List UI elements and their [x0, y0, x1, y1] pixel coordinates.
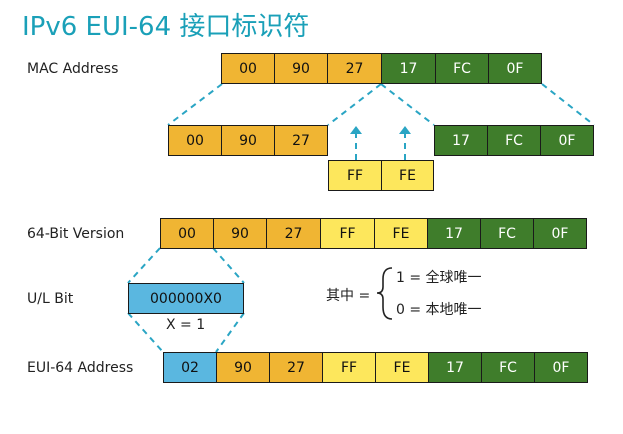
label-mac-address: MAC Address	[27, 61, 119, 77]
mac-byte-4: 17	[381, 53, 436, 84]
split-right-byte-3: 0F	[540, 125, 594, 156]
connector-ul-top-right	[212, 247, 245, 284]
connector-mac-center-left	[327, 83, 382, 126]
eui-byte-3: 27	[269, 352, 323, 383]
arrowhead-fe	[399, 126, 411, 134]
legend-local: 0 = 本地唯一	[396, 302, 482, 318]
bit64-byte-4: FF	[320, 218, 375, 249]
legend-prefix: 其中 =	[326, 288, 371, 304]
eui-byte-7: FC	[481, 352, 535, 383]
mac-byte-2: 90	[274, 53, 328, 84]
mac-byte-3: 27	[327, 53, 382, 84]
bit64-byte-1: 00	[160, 218, 214, 249]
bit64-byte-5: FE	[374, 218, 428, 249]
split-left-byte-1: 00	[168, 125, 222, 156]
insert-byte-fe: FE	[381, 160, 434, 191]
ul-bit-box: 000000X0	[128, 283, 244, 314]
bit64-byte-6: 17	[427, 218, 481, 249]
bit64-byte-3: 27	[266, 218, 321, 249]
eui-byte-2: 90	[216, 352, 270, 383]
page-title: IPv6 EUI-64 接口标识符	[22, 12, 310, 42]
label-64-bit-version: 64-Bit Version	[27, 226, 125, 242]
mac-byte-6: 0F	[488, 53, 542, 84]
eui-byte-5: FE	[375, 352, 429, 383]
arrowhead-ff	[350, 126, 362, 134]
insert-byte-ff: FF	[328, 160, 382, 191]
bit64-byte-2: 90	[213, 218, 267, 249]
connector-mac-left	[167, 83, 223, 126]
connector-mac-center-right	[380, 83, 435, 126]
legend-global: 1 = 全球唯一	[396, 270, 482, 286]
ul-bit-note: X = 1	[166, 317, 206, 333]
split-left-byte-2: 90	[221, 125, 275, 156]
mac-byte-1: 00	[221, 53, 275, 84]
label-eui64-address: EUI-64 Address	[27, 360, 134, 376]
split-right-byte-1: 17	[434, 125, 488, 156]
eui-byte-1: 02	[163, 352, 217, 383]
connector-ul-top-left	[127, 247, 161, 284]
eui-byte-8: 0F	[534, 352, 588, 383]
legend-brace	[376, 267, 393, 320]
split-left-byte-3: 27	[274, 125, 328, 156]
label-ul-bit: U/L Bit	[27, 291, 74, 307]
bit64-byte-8: 0F	[533, 218, 587, 249]
connector-mac-right	[541, 83, 595, 126]
mac-byte-5: FC	[435, 53, 489, 84]
split-right-byte-2: FC	[487, 125, 541, 156]
eui-byte-6: 17	[428, 352, 482, 383]
connector-ul-bottom-right	[215, 312, 245, 353]
bit64-byte-7: FC	[480, 218, 534, 249]
connector-ul-bottom-left	[127, 312, 164, 353]
eui-byte-4: FF	[322, 352, 376, 383]
